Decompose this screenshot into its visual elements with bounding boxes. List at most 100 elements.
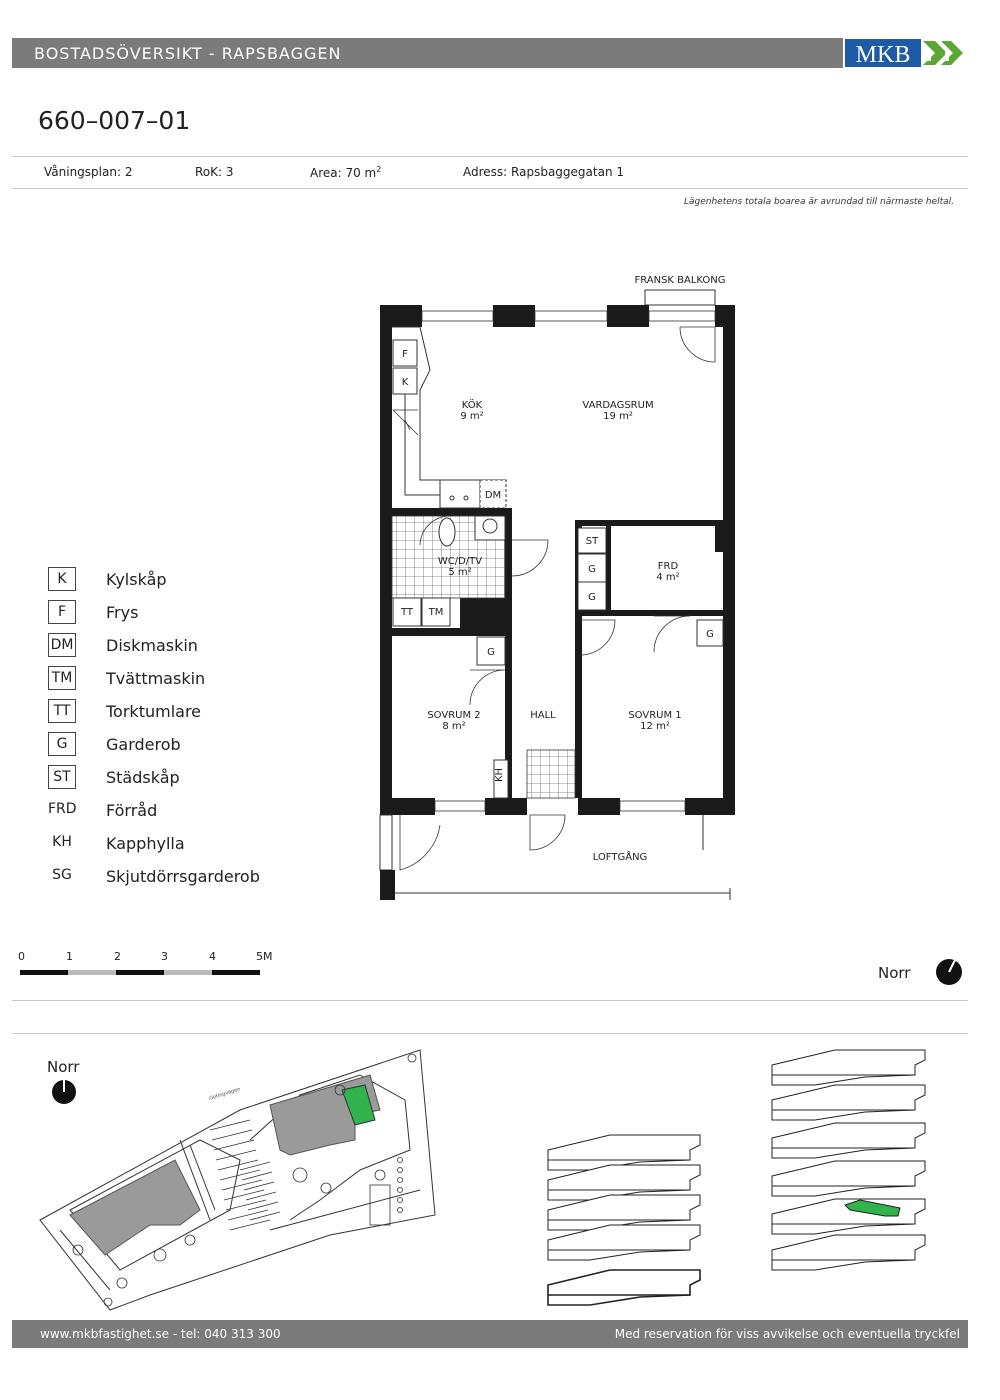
svg-text:KH: KH — [494, 768, 505, 782]
bath-area: 5 m² — [448, 567, 471, 578]
svg-text:G: G — [588, 564, 596, 575]
stack-r-floor-4 — [771, 1160, 926, 1197]
washer-fixture — [421, 597, 451, 627]
bedroom2-area: 8 m² — [442, 721, 465, 732]
floor-plan: FRANSK BALKONG F — [379, 275, 735, 900]
corridor-label: LOFTGÅNG — [593, 850, 648, 863]
stack-r-floor-2 — [771, 1084, 926, 1121]
site-north-arrow-icon — [52, 1080, 76, 1104]
corridor-structure — [379, 814, 731, 900]
legend-label-dm: Diskmaskin — [106, 636, 198, 655]
legend-label-g: Garderob — [106, 735, 181, 754]
site-plan: Getingvägen — [39, 1049, 436, 1311]
windows — [421, 310, 716, 812]
legend-code-f: F — [48, 600, 76, 624]
scale-mark-0: 0 — [18, 950, 25, 963]
stack-floor-1 — [547, 1134, 701, 1171]
area-unit-sup: 2 — [376, 165, 382, 174]
stack-r-floor-1 — [771, 1049, 926, 1086]
legend-code-kh: KH — [52, 834, 72, 850]
site-north-label: Norr — [47, 1058, 80, 1076]
logo-text: MKB — [856, 42, 911, 68]
area-note: Lägenhetens totala boarea är avrundad ti… — [683, 197, 954, 207]
svg-text:G: G — [706, 629, 714, 640]
freezer-fixture — [392, 339, 418, 367]
storage-name: FRD — [658, 561, 679, 572]
doors — [399, 326, 716, 871]
svg-text:TM: TM — [428, 607, 444, 618]
legend-code-dm: DM — [48, 633, 76, 657]
legend-label-tm: Tvättmaskin — [106, 669, 206, 688]
wardrobe-2 — [577, 581, 607, 611]
divider — [12, 156, 968, 157]
site-highlight — [341, 1084, 376, 1126]
stack-floor-4 — [547, 1224, 701, 1261]
inner-walls — [392, 508, 725, 798]
legend-code-sg: SG — [52, 867, 72, 883]
legend-code-tm: TM — [48, 666, 76, 690]
balcony-label: FRANSK BALKONG — [634, 275, 725, 286]
svg-text:G: G — [588, 592, 596, 603]
legend-code-k: K — [48, 567, 76, 591]
svg-text:G: G — [487, 647, 495, 658]
area-value: Area: 70 m — [310, 166, 377, 180]
bath-name: WC/D/TV — [438, 556, 482, 567]
kitchen-name: KÖK — [462, 398, 483, 411]
legend-code-frd: FRD — [48, 801, 77, 817]
header-bar — [12, 38, 968, 68]
kitchen-area: 9 m² — [460, 411, 483, 422]
north-arrow-icon — [936, 959, 962, 985]
outer-walls — [380, 305, 735, 815]
north-label: Norr — [878, 964, 911, 982]
footer-contact: www.mkbfastighet.se - tel: 040 313 300 — [40, 1327, 281, 1341]
legend-label-sg: Skjutdörrsgarderob — [106, 867, 260, 886]
wardrobe-3 — [696, 619, 724, 647]
footer-disclaimer: Med reservation för viss avvikelse och e… — [614, 1327, 960, 1341]
svg-text:TT: TT — [400, 607, 414, 618]
page-title: BOSTADSÖVERSIKT - RAPSBAGGEN — [34, 44, 342, 63]
legend-label-st: Städskåp — [106, 768, 180, 787]
divider — [12, 1000, 968, 1001]
legend-label-frd: Förråd — [106, 801, 158, 820]
bedroom2-name: SOVRUM 2 — [427, 710, 480, 721]
svg-text:DM: DM — [485, 490, 501, 501]
legend-code-tt: TT — [48, 699, 76, 723]
address-info: Adress: Rapsbaggegatan 1 — [463, 165, 624, 179]
stack-floor-5 — [547, 1269, 701, 1306]
stack-highlight — [844, 1199, 901, 1217]
legend-code-g: G — [48, 732, 76, 756]
scale-bar — [20, 970, 260, 975]
mkb-logo: MKB — [843, 37, 969, 69]
french-balcony — [644, 289, 716, 306]
scale-mark-3: 3 — [161, 950, 168, 963]
dishwasher-fixture — [479, 479, 507, 509]
divider — [12, 1033, 968, 1034]
legend-code-st: ST — [48, 765, 76, 789]
stack-floor-2 — [547, 1164, 701, 1201]
living-name: VARDAGSRUM — [582, 400, 653, 411]
rok-info: RoK: 3 — [195, 165, 234, 179]
stack-r-floor-3 — [771, 1122, 926, 1159]
scale-mark-5: 5M — [256, 950, 273, 963]
legend-label-k: Kylskåp — [106, 570, 167, 589]
divider — [12, 188, 968, 189]
street-label: Getingvägen — [209, 1086, 241, 1102]
scale-mark-2: 2 — [114, 950, 121, 963]
apartment-id: 660–007–01 — [38, 106, 191, 135]
dryer-fixture — [392, 597, 422, 627]
stack-r-floor-6 — [771, 1234, 926, 1271]
footer-bar — [12, 1320, 968, 1348]
building-stack-left — [547, 1134, 701, 1306]
area-info: Area: 70 m2 — [310, 165, 381, 180]
legend-label-f: Frys — [106, 603, 139, 622]
floor-info: Våningsplan: 2 — [44, 165, 133, 179]
scale-mark-1: 1 — [66, 950, 73, 963]
stack-floor-3 — [547, 1194, 701, 1231]
svg-text:F: F — [402, 349, 408, 360]
coat-rack — [493, 759, 509, 799]
svg-text:K: K — [402, 377, 409, 388]
bedroom1-area: 12 m² — [640, 721, 670, 732]
legend-label-kh: Kapphylla — [106, 834, 185, 853]
hall-name: HALL — [530, 710, 556, 721]
building-stack-right — [771, 1049, 926, 1271]
